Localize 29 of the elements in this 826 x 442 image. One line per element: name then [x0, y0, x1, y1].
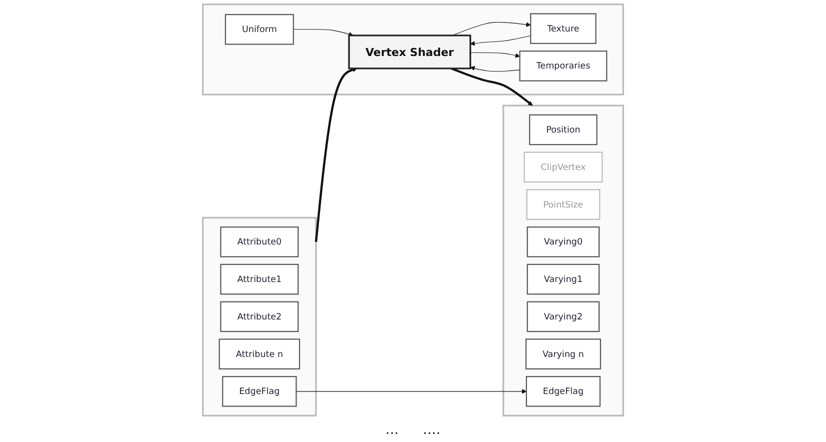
node-box: Varying1	[526, 264, 600, 295]
arrow	[296, 389, 527, 394]
node-box: ClipVertex	[524, 152, 603, 183]
node-box: EdgeFlag	[222, 376, 297, 407]
arrow	[314, 67, 358, 242]
arrow	[450, 67, 533, 106]
node-box: Vertex Shader	[348, 34, 472, 70]
arrow	[470, 36, 531, 46]
node-box: Texture	[530, 13, 596, 44]
node-box: Temporaries	[519, 50, 608, 82]
node-box: PointSize	[526, 189, 600, 220]
node-box: Varying2	[526, 301, 600, 332]
node-box: Attribute1	[220, 264, 299, 295]
node-box: Attribute0	[220, 226, 299, 258]
node-box: Uniform	[224, 14, 294, 45]
node-box: Varying n	[525, 338, 602, 370]
node-box: Attribute n	[218, 338, 300, 370]
node-box: Attribute2	[220, 301, 299, 332]
arrow	[470, 52, 520, 58]
arrow	[470, 66, 520, 72]
node-box: Position	[529, 114, 598, 146]
ellipsis-note: ....	[422, 422, 441, 438]
node-box: Varying0	[526, 226, 600, 258]
cluster	[502, 104, 624, 416]
node-box: EdgeFlag	[526, 376, 601, 407]
cluster	[202, 216, 317, 416]
cluster	[202, 4, 624, 96]
arrow	[293, 29, 354, 37]
ellipsis-note: ...	[385, 422, 399, 438]
